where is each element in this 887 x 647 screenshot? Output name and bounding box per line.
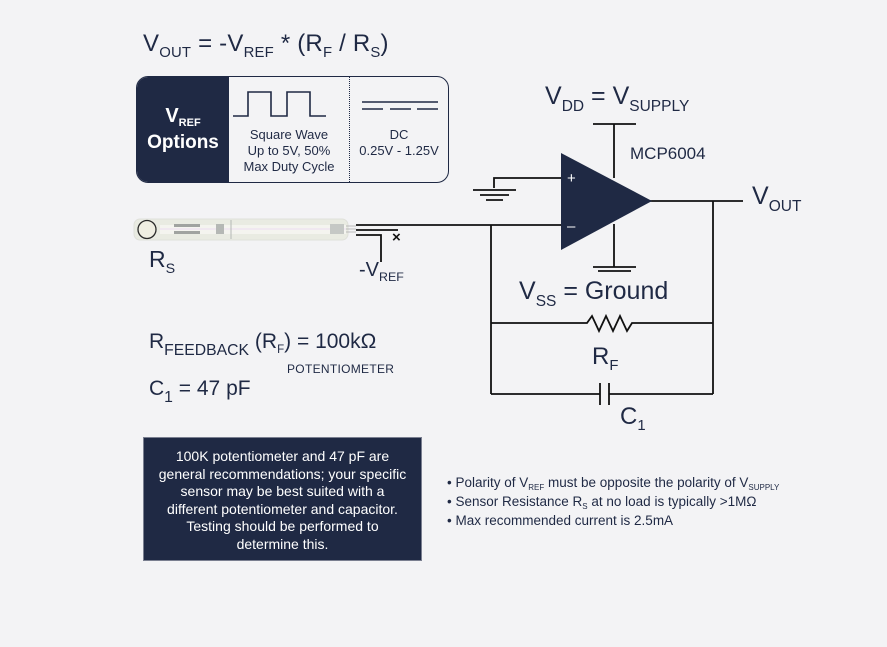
dc-text: DC 0.25V - 1.25V [350,127,448,159]
rs-sub: S [165,260,176,277]
vss-sub: SS [535,292,557,310]
potentiometer-label: POTENTIOMETER [287,362,395,376]
vss-label: VSS = Ground [519,277,669,310]
rfeedback-paren-sub: F [277,344,285,357]
bullet-text: must be opposite the polarity of V [544,475,749,490]
rf-main: R [592,343,610,370]
rf-label: RF [592,343,619,375]
bullet-sub: S [582,502,588,511]
vref-option-square-wave: Square Wave Up to 5V, 50% Max Duty Cycle [229,77,350,182]
formula-rs: R [352,30,371,57]
vref-option-dc: DC 0.25V - 1.25V [350,77,448,182]
notes-list-item: Sensor Resistance RS at no load is typic… [447,493,779,512]
vsupply-sub: SUPPLY [629,97,690,115]
rs-label: RS [149,246,175,277]
vss-rest: = Ground [556,277,669,305]
dc-line: 0.25V - 1.25V [359,143,439,158]
vsupply-main: V [612,82,630,110]
bullet-text: Polarity of V [455,475,529,490]
plus-input-sign: + [567,170,576,187]
notes-list: Polarity of VREF must be opposite the po… [447,474,779,529]
square-wave-line: Square Wave [249,127,329,142]
vref-label-word: Options [147,132,219,153]
neg-vref-sub: REF [379,270,404,285]
rfeedback-spec: RFEEDBACK (RF) = 100kΩ [149,330,377,359]
c1-spec-value: = 47 pF [172,377,251,400]
formula-rf: R [305,30,323,57]
formula-vref: V [227,30,244,57]
rfeedback-paren: (R [249,330,278,353]
formula-eq: = - [191,30,228,57]
vout-label: VOUT [752,182,801,215]
vdd-sub: DD [561,97,585,115]
bullet-sub: REF [528,483,545,492]
bullet-text: Max recommended current is 2.5mA [455,513,674,528]
c1-spec: C1 = 47 pF [149,377,251,406]
formula-mult: * ( [273,30,306,57]
c1-label: C1 [620,403,646,435]
square-wave-text: Square Wave Up to 5V, 50% Max Duty Cycle [229,127,349,175]
square-wave-line: Max Duty Cycle [243,159,335,174]
formula-vout: V [143,30,160,57]
formula-rs-sub: S [370,45,381,62]
opamp-triangle-icon [561,153,652,250]
bullet-sub: SUPPLY [748,483,780,492]
formula-close: ) [380,30,389,57]
square-wave-line: Up to 5V, 50% [247,143,331,158]
vss-main: V [519,277,536,305]
vdd-main: V [545,82,562,110]
gain-formula: VOUT = -VREF * (RF / RS) [143,30,389,62]
c1-spec-main: C [149,377,165,400]
neg-vref-label: -VREF [359,259,404,285]
rf-sub: F [609,358,619,375]
c1-spec-sub: 1 [164,388,173,406]
open-terminal-x-mark: × [392,229,401,246]
minus-input-sign: – [567,218,576,235]
notes-list-item: Polarity of VREF must be opposite the po… [447,474,779,493]
neg-vref-main: -V [359,259,379,281]
opamp-part-label: MCP6004 [630,144,706,163]
vdd-label: VDD = VSUPPLY [545,82,689,115]
vref-options-panel: VREF Options Square Wave Up to 5V, 50% M… [136,76,449,183]
dc-symbol-icon [362,101,438,110]
wires [356,123,743,405]
square-wave-icon [233,91,326,117]
force-sensor-icon [133,218,356,241]
formula-vout-sub: OUT [159,45,192,62]
formula-rf-sub: F [322,45,333,62]
bullet-text: at no load is typically >1MΩ [587,494,757,509]
vref-options-label: VREF Options [137,77,229,182]
formula-vref-sub: REF [243,45,274,62]
vout-sub: OUT [768,197,802,215]
vref-label-main: V [165,105,179,127]
rs-main: R [149,246,166,272]
rfeedback-main: R [149,330,165,353]
rfeedback-sub: FEEDBACK [164,341,250,359]
c1-sub: 1 [637,418,646,435]
vref-label-sub: REF [178,117,201,129]
c1-main: C [620,403,638,430]
notes-list-item: Max recommended current is 2.5mA [447,512,779,529]
dc-line: DC [389,127,409,142]
vdd-eq: = [584,82,613,110]
vout-main: V [752,182,769,210]
rfeedback-value: ) = 100kΩ [284,330,377,353]
recommendation-note: 100K potentiometer and 47 pF are general… [143,437,422,561]
bullet-text: Sensor Resistance R [455,494,583,509]
formula-div: / [332,30,353,57]
